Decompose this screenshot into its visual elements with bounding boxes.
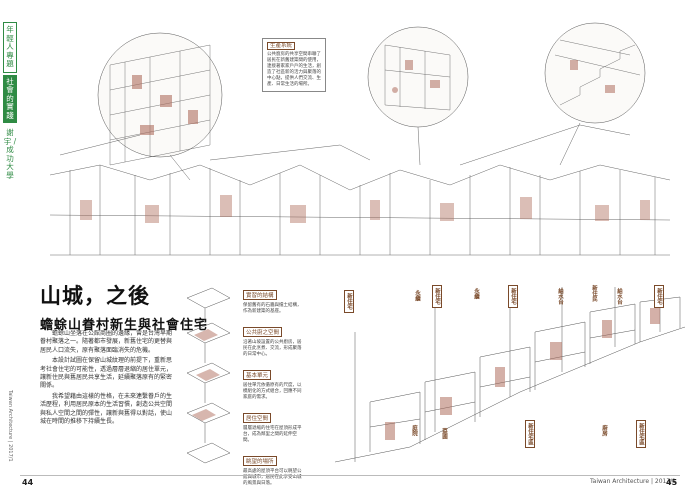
title-main: 山城，之後 [40, 283, 150, 308]
left-page-number: 44 [22, 478, 34, 487]
section-label: 新住宅 [508, 285, 518, 308]
body-paragraph: 蟾蜍山坐落在公館商圈的邊緣，曾是台灣早期眷村聚落之一。隨著都市發展，新舊住宅的更… [40, 330, 173, 354]
legend-item: 基本單元 居住單元依循原有的尺度，以模組化的方式組合，回應不同家庭的需求。 [243, 362, 305, 401]
drawing-note-production: 生產系統 公共廚房的共享空間串聯了居民在新舊建築間的使用，連接著家家戶戶的生活，… [262, 38, 326, 92]
legend-text: 居住單元依循原有的尺度，以模組化的方式組合，回應不同家庭的需求。 [243, 383, 302, 400]
section-label: 永續 [414, 290, 420, 301]
exploded-sketch [186, 287, 231, 464]
section-label: 新住宅 [432, 285, 442, 308]
article-title: 山城，之後 蟾蜍山眷村新生與社會住宅 [40, 280, 208, 333]
legend-tag: 實習的結構 [243, 290, 277, 300]
section-tab: 年輕人專題 社會的實踐 謝 宇 / 成功大學 [3, 22, 17, 183]
legend-text: 沿著山坡設置的公共廚房，居民在此烹煮、交流，形成聚落的日常中心。 [243, 340, 302, 357]
section-label: 新住宅 [344, 290, 354, 313]
axonometric-drawing [40, 15, 680, 270]
section-label: 永續 [473, 288, 479, 299]
legend-item: 實習的結構 保留舊有的石牆與擋土結構，作為新建築的基座。 [243, 282, 305, 315]
legend-text: 最高處的屋頂平台可以眺望公館與城市，居民在此享受山城的風景與日落。 [243, 469, 302, 486]
section-bottom-label: 庭院 [411, 425, 417, 436]
section-label: 給水台 [557, 288, 563, 305]
section-bottom-label: 新住宅區 [636, 420, 646, 448]
section-sketch [334, 287, 686, 463]
article-body: 蟾蜍山坐落在公館商圈的邊緣，曾是台灣早期眷村聚落之一。隨著都市發展，新舊住宅的更… [40, 330, 175, 472]
axonometric-sketch [49, 22, 671, 256]
section-bottom-label: 菜圃 [441, 428, 447, 439]
exploded-axonometric [182, 283, 234, 478]
legend-text: 保留舊有的石牆與擋土結構，作為新建築的基座。 [243, 303, 302, 314]
legend-text: 層層退縮的住宅在屋頂形成平台，成為鄰里之間的延伸空間。 [243, 426, 302, 443]
legend-tag: 居住空間 [243, 413, 272, 423]
legend-tag: 公共廚之空間 [243, 327, 283, 337]
section-highlight: 社會的實踐 [3, 74, 17, 123]
legend-column: 實習的結構 保留舊有的石牆與擋土結構，作為新建築的基座。 公共廚之空間 沿著山坡… [243, 282, 305, 491]
body-paragraph: 我希望藉由這樣的性格，在未來連繫眷戶的生活歷程，利用居民原本的生活習慣，創造公共… [40, 392, 173, 426]
body-paragraph: 本設計試圖在保留山城紋理的前提下，重新思考社會住宅的可能性，透過層層退縮的居住單… [40, 357, 173, 390]
section-label: 年輕人專題 [3, 22, 17, 73]
side-magazine-info: Taiwan Architecture | 2017/1 [7, 390, 13, 462]
note-tag: 生產系統 [267, 42, 296, 50]
right-page-number: 45 [666, 478, 678, 487]
legend-item: 眺望的場所 最高處的屋頂平台可以眺望公館與城市，居民在此享受山城的風景與日落。 [243, 448, 305, 487]
section-bottom-label: 新住宅區 [525, 420, 535, 448]
legend-tag: 基本單元 [243, 370, 272, 380]
legend-item: 公共廚之空間 沿著山坡設置的公共廚房，居民在此烹煮、交流，形成聚落的日常中心。 [243, 319, 305, 358]
legend-item: 居住空間 層層退縮的住宅在屋頂形成平台，成為鄰里之間的延伸空間。 [243, 405, 305, 444]
section-label: 給水台 [616, 288, 622, 305]
author-credit: 謝 宇 / 成功大學 [3, 128, 17, 180]
title-sub: 蟾蜍山眷村新生與社會住宅 [40, 318, 209, 333]
section-label: 新住宅 [654, 285, 664, 308]
right-magazine-info: Taiwan Architecture | 2017/1 [590, 478, 676, 485]
footer-rule [20, 475, 680, 476]
section-drawing [330, 272, 690, 472]
note-text: 公共廚房的共享空間串聯了居民在新舊建築間的使用，連接著家家戶戶的生活，創造了社區… [267, 52, 321, 87]
legend-tag: 眺望的場所 [243, 456, 277, 466]
section-label: 新住民 [591, 285, 597, 302]
section-bottom-label: 廚房 [601, 425, 607, 436]
